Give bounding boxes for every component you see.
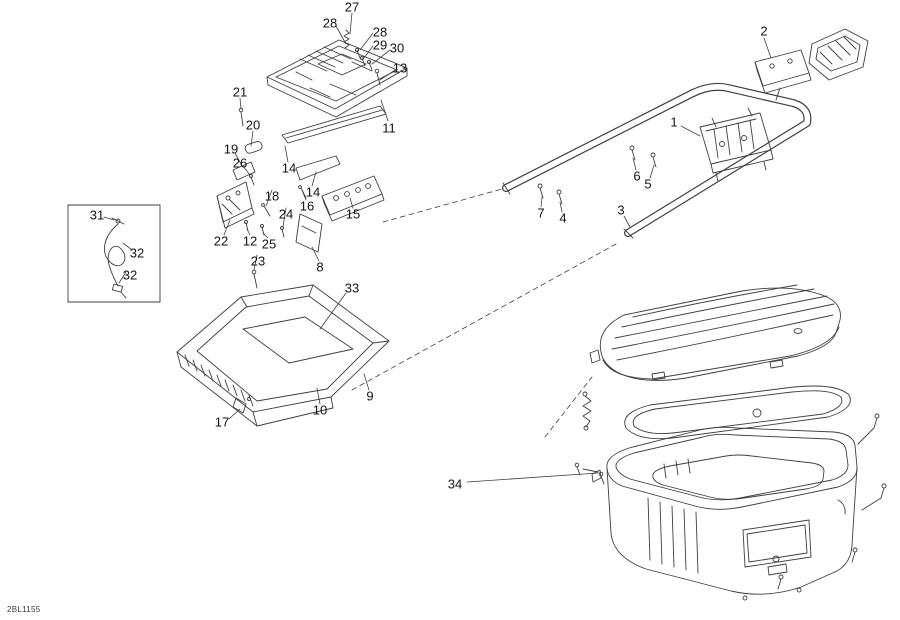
rail-art xyxy=(502,82,812,239)
callout-14: 14 xyxy=(281,160,297,176)
callout-19: 19 xyxy=(223,141,239,157)
gasket-art xyxy=(624,385,851,440)
callout-21: 21 xyxy=(232,84,248,100)
callout-14: 14 xyxy=(305,184,321,200)
rail-fasteners-art xyxy=(537,145,657,205)
bracket-cluster-art xyxy=(216,105,387,289)
box-hardware-art xyxy=(574,391,887,601)
leader-lines xyxy=(103,12,772,483)
callout-3: 3 xyxy=(617,202,625,218)
callout-30: 30 xyxy=(389,40,405,56)
box-lid-art xyxy=(589,284,841,381)
callout-4: 4 xyxy=(559,210,567,226)
callout-6: 6 xyxy=(633,168,641,184)
callout-10: 10 xyxy=(312,402,328,418)
callout-8: 8 xyxy=(316,259,324,275)
assembly-alignment-lines xyxy=(351,188,617,438)
callout-12: 12 xyxy=(242,233,258,249)
callout-26: 26 xyxy=(232,155,248,171)
callout-18: 18 xyxy=(264,188,280,204)
rack-plate-art xyxy=(266,29,408,118)
callout-22: 22 xyxy=(213,233,229,249)
callout-24: 24 xyxy=(278,206,294,222)
callout-15: 15 xyxy=(345,206,361,222)
callout-9: 9 xyxy=(366,388,374,404)
callout-28: 28 xyxy=(322,15,338,31)
callout-11: 11 xyxy=(382,120,396,136)
support-bracket-art xyxy=(754,28,869,101)
callout-16: 16 xyxy=(299,198,315,214)
callout-23: 23 xyxy=(250,253,266,269)
callout-33: 33 xyxy=(344,280,360,296)
callout-7: 7 xyxy=(537,205,545,221)
callout-17: 17 xyxy=(214,414,230,430)
callout-2: 2 xyxy=(760,23,768,39)
callout-28: 28 xyxy=(372,24,388,40)
callout-29: 29 xyxy=(372,37,388,53)
box-base-art xyxy=(591,426,858,595)
callout-5: 5 xyxy=(644,176,652,192)
cable-inset-art xyxy=(67,204,161,303)
callout-20: 20 xyxy=(245,117,261,133)
callout-27: 27 xyxy=(344,0,360,15)
diagram-code: 2BL1155 xyxy=(7,605,41,614)
callout-13: 13 xyxy=(392,60,408,76)
callout-25: 25 xyxy=(261,236,277,252)
mount-bracket-art xyxy=(699,107,774,182)
callout-32: 32 xyxy=(129,245,145,261)
callout-32: 32 xyxy=(122,267,138,283)
callout-34: 34 xyxy=(447,476,463,492)
tray-art xyxy=(176,284,390,427)
callout-31: 31 xyxy=(89,207,105,223)
callout-1: 1 xyxy=(670,114,678,130)
